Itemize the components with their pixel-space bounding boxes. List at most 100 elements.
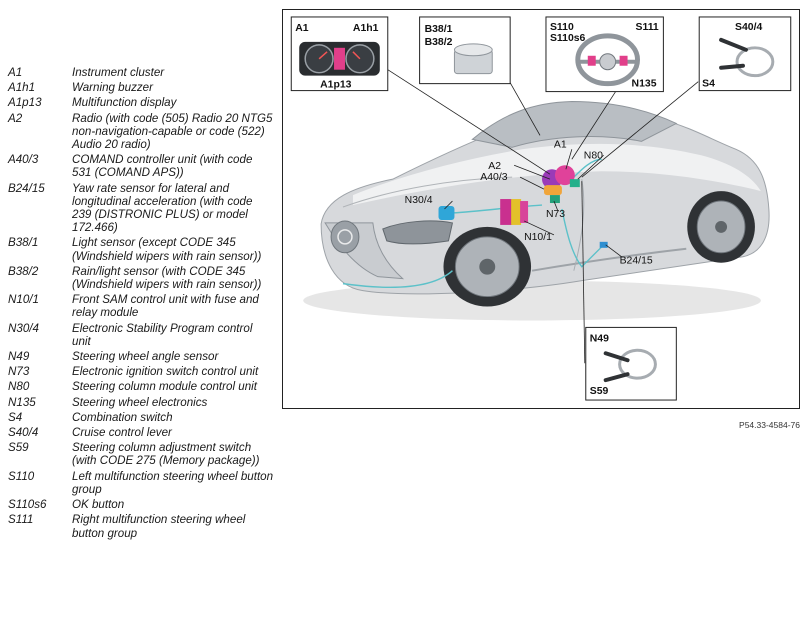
n73-component [549, 195, 560, 204]
legend-description: Left multifunction steering wheel button… [72, 469, 274, 496]
n30-4-component [438, 206, 455, 220]
label-s110: S110 [550, 22, 574, 33]
legend-row: S110 Left multifunction steering wheel bu… [8, 470, 274, 496]
legend-code: S40/4 [8, 426, 39, 440]
legend-description: Steering wheel electronics [72, 395, 208, 409]
legend-row: A1p13 Multifunction display [8, 96, 274, 109]
a40-3-component [543, 185, 562, 196]
inset-cruise-lever: S40/4 S4 [698, 16, 792, 92]
callout-labels: A1 N80 A2 A40/3 N30/4 N73 N10/1 B24/15 [405, 139, 653, 266]
component-location-diagram: A1 A1h1 A1p13 B38/1 B38/2 S110 S110s6 S1… [282, 9, 800, 409]
legend-description: Front SAM control unit with fuse and rel… [72, 293, 259, 320]
figure-reference-code: P54.33-4584-76 [739, 420, 800, 430]
label-b38-2: B38/2 [425, 37, 453, 48]
legend-code: S59 [8, 441, 29, 455]
label-n10-1-callout: N10/1 [524, 232, 552, 243]
label-s110s6: S110s6 [550, 33, 586, 44]
label-a1-callout: A1 [554, 139, 567, 150]
label-a1h1: A1h1 [353, 23, 379, 34]
legend-description: Warning buzzer [72, 81, 153, 95]
legend-row: B24/15 Yaw rate sensor for lateral and lo… [8, 182, 274, 235]
legend-code: A2 [8, 111, 23, 125]
legend-row: A2 Radio (with code (505) Radio 20 NTG5 n… [8, 112, 274, 152]
legend-row: N30/4 Electronic Stability Program contro… [8, 322, 274, 348]
legend-row: B38/1 Light sensor (except CODE 345 (Wind… [8, 236, 274, 262]
legend-code: N80 [8, 380, 30, 394]
legend-code: B38/1 [8, 236, 39, 250]
legend-code: A1p13 [8, 96, 42, 110]
legend-code: S4 [8, 410, 23, 424]
legend-code: A1h1 [8, 81, 36, 95]
legend-row: A1h1 Warning buzzer [8, 81, 274, 94]
legend-description: OK button [72, 498, 125, 512]
legend-code: B38/2 [8, 264, 39, 278]
label-a1: A1 [295, 23, 309, 34]
legend-row: N135 Steering wheel electronics [8, 396, 274, 409]
legend-description: Steering wheel angle sensor [72, 350, 219, 364]
label-a1p13: A1p13 [320, 80, 352, 91]
label-s59: S59 [590, 386, 609, 397]
leader-lines [387, 69, 699, 364]
legend-code: A40/3 [8, 153, 39, 167]
legend-row: N73 Electronic ignition switch control un… [8, 365, 274, 378]
car-illustration [303, 101, 770, 321]
n10-1-component-mid [511, 199, 522, 225]
label-a40-3-callout: A40/3 [480, 172, 507, 183]
legend-description: Electronic ignition switch control unit [72, 365, 259, 379]
legend-row: A40/3 COMAND controller unit (with code 5… [8, 153, 274, 179]
label-n135: N135 [632, 79, 657, 90]
legend-code: N73 [8, 365, 30, 379]
label-s111: S111 [636, 22, 659, 33]
legend-code: N30/4 [8, 321, 39, 335]
legend-row: S40/4 Cruise control lever [8, 426, 274, 439]
a1-component [554, 165, 575, 186]
legend-code: N49 [8, 350, 30, 364]
legend-row: S59 Steering column adjustment switch (wi… [8, 441, 274, 467]
label-s4: S4 [702, 79, 715, 90]
legend-description: Yaw rate sensor for lateral and longitud… [72, 181, 253, 235]
legend-row: S111 Right multifunction steering wheel b… [8, 513, 274, 539]
label-s40-4: S40/4 [735, 22, 762, 33]
inset-instrument-cluster: A1 A1h1 A1p13 [290, 16, 389, 92]
legend-row: N10/1 Front SAM control unit with fuse an… [8, 293, 274, 319]
legend-code: N135 [8, 395, 36, 409]
label-n80-callout: N80 [584, 150, 603, 161]
legend-description: Electronic Stability Program control uni… [72, 321, 253, 348]
legend-code: S110 [8, 469, 35, 483]
legend-description: Steering column adjustment switch (with … [72, 441, 260, 468]
legend-code: A1 [8, 66, 23, 79]
legend-description: Radio (with code (505) Radio 20 NTG5 non… [72, 111, 273, 152]
label-b24-15-callout: B24/15 [620, 256, 653, 267]
label-n73-callout: N73 [546, 209, 565, 220]
label-b38-1: B38/1 [425, 24, 453, 35]
legend-description: Multifunction display [72, 96, 177, 110]
legend-description: Instrument cluster [72, 66, 165, 79]
legend-row: A1 Instrument cluster [8, 66, 274, 79]
label-n49: N49 [590, 333, 609, 344]
legend-row: S110s6 OK button [8, 498, 274, 511]
component-markers [438, 165, 608, 248]
legend-code: N10/1 [8, 293, 39, 307]
legend-code: S111 [8, 513, 34, 527]
inset-light-sensor: B38/1 B38/2 [419, 16, 511, 85]
inset-steering-wheel: S110 S110s6 S111 N135 [545, 16, 664, 93]
label-a2-callout: A2 [488, 161, 501, 172]
label-n30-4-callout: N30/4 [405, 195, 433, 206]
legend-row: S4 Combination switch [8, 411, 274, 424]
legend-description: Light sensor (except CODE 345 (Windshiel… [72, 236, 262, 263]
legend-description: Cruise control lever [72, 426, 172, 440]
legend-description: Right multifunction steering wheel butto… [72, 513, 246, 540]
legend-description: COMAND controller unit (with code 531 (C… [72, 153, 253, 180]
n10-1-component-left [500, 199, 513, 225]
legend-code: S110s6 [8, 498, 47, 512]
legend-code: B24/15 [8, 181, 45, 195]
legend-row: N49 Steering wheel angle sensor [8, 350, 274, 363]
inset-steering-angle-sensor: N49 S59 [585, 326, 677, 401]
n10-1-component-right [520, 201, 529, 223]
legend-description: Combination switch [72, 410, 173, 424]
n80-component [569, 179, 580, 188]
b24-15-component [599, 241, 608, 248]
